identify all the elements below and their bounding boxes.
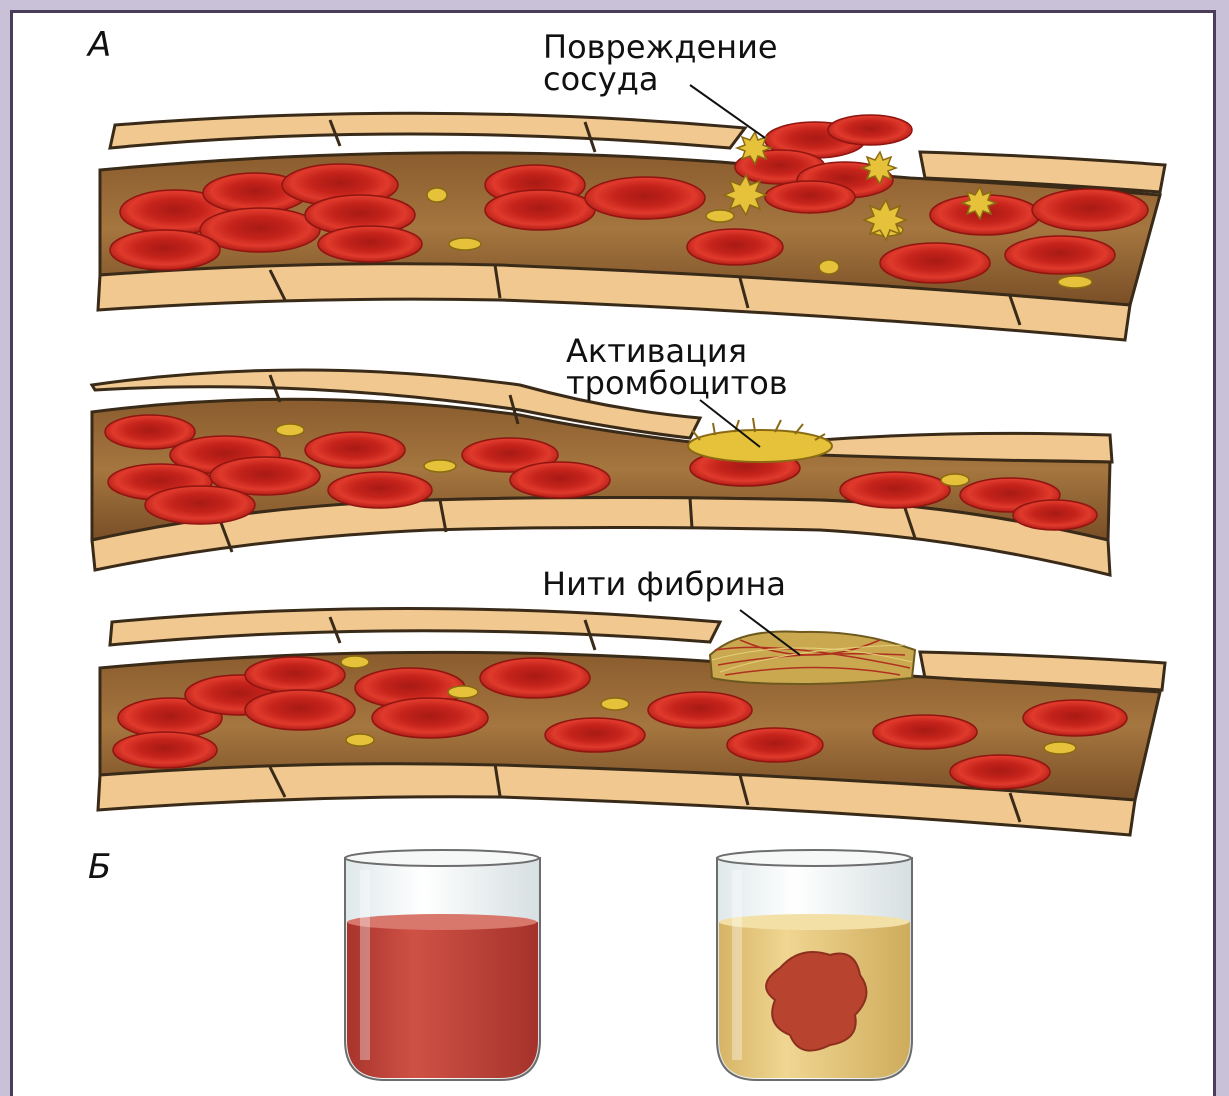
serum-clot-test-tube (717, 850, 912, 1080)
platelet-activation-label-line2: тромбоцитов (566, 366, 788, 400)
vessel-damage-label-line1: Повреждение (543, 30, 778, 64)
platelet-activation-label-line1: Активация (566, 334, 747, 368)
vessel-damage-segment (98, 85, 1165, 340)
fibrin-threads-label: Нити фибрина (542, 567, 786, 601)
vessel-damage-label-line2: сосуда (543, 62, 658, 96)
blood-test-tube (345, 850, 540, 1080)
panel-a-letter: А (88, 28, 111, 62)
fibrin-clot-segment (98, 609, 1165, 836)
panel-b-letter: Б (88, 850, 111, 884)
